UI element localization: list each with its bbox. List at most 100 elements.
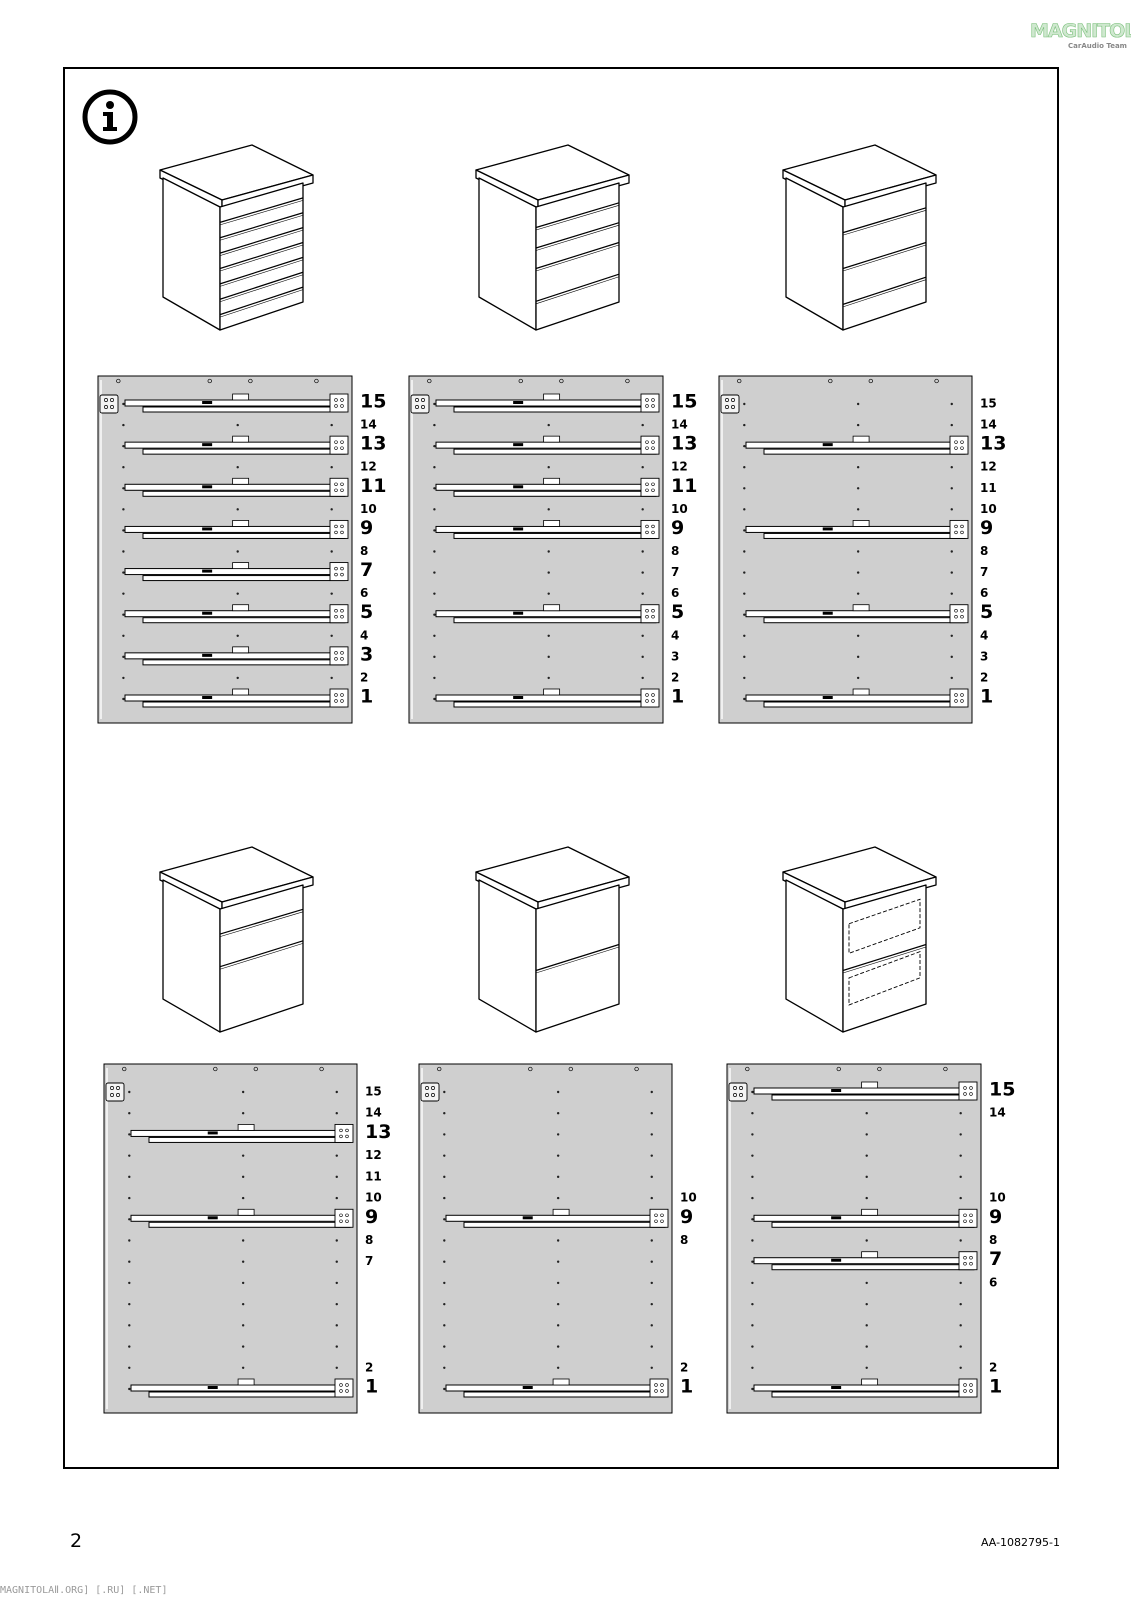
rear-bracket-hole [654,1383,658,1387]
front-bracket [105,1082,125,1102]
bracket-hole [415,405,419,409]
position-label-14: 14 [360,418,377,432]
peg-hole [743,444,746,448]
rail-lower [148,1221,351,1228]
position-label-8: 8 [360,544,368,558]
rail-latch [207,1386,218,1389]
peg-hole [122,634,125,637]
panel-top-hole [207,378,212,384]
peg-hole [547,423,550,427]
cabinet-front [535,884,620,1033]
rear-bracket [640,435,660,455]
peg-hole [856,592,860,595]
position-label-8: 8 [680,1233,688,1247]
drawer-division-shadow [219,274,304,303]
peg-hole [743,423,746,427]
side-panel [408,375,664,724]
peg-hole [128,1324,131,1327]
rail-lower [453,617,657,624]
peg-hole [865,1366,868,1369]
rear-bracket [949,435,969,455]
position-label-10: 10 [360,502,377,516]
peg-hole [865,1302,868,1306]
rail-latch [513,401,524,404]
rear-bracket-hole [340,398,344,402]
drawer-division-shadow [219,244,304,272]
rear-bracket-hole [334,488,338,492]
drawer-rail-5 [124,604,349,624]
position-label-1: 1 [980,686,993,708]
rear-bracket-hole [969,1262,973,1266]
rear-bracket-hole [340,693,344,697]
peg-hole [330,676,333,680]
peg-hole [556,1281,560,1285]
rear-bracket-hole [334,404,338,408]
front-bracket [728,1082,748,1102]
peg-hole [433,613,436,616]
drawer-division-shadow [219,911,304,937]
rear-bracket-hole [645,699,649,703]
position-label-14: 14 [365,1106,382,1120]
peg-hole [650,1133,653,1136]
peg-hole [556,1366,560,1369]
drawer-rail-1 [745,688,969,708]
rear-bracket-hole [339,1128,343,1133]
rail-lower [771,1094,975,1101]
rail-clip [552,1208,570,1216]
position-label-1: 1 [680,1376,693,1398]
rear-bracket-hole [340,615,344,619]
rear-bracket-hole [651,440,655,444]
rear-bracket-hole [340,524,344,529]
rear-bracket [649,1378,669,1398]
peg-hole [547,508,550,511]
rear-bracket-hole [960,524,964,529]
front-bracket [410,394,430,414]
watermark-logo-subtext: CarAudio Team [1068,42,1127,50]
rear-bracket-hole [645,488,649,492]
front-bracket [420,1082,440,1102]
position-label-7: 7 [980,565,988,579]
rear-bracket-hole [651,488,655,492]
drawer-rail-15 [124,393,349,413]
peg-hole [650,1112,653,1115]
peg-hole [743,697,746,701]
position-label-3: 3 [980,649,988,663]
rear-bracket-hole [651,482,655,486]
position-label-15: 15 [365,1085,382,1099]
rail-lower [463,1391,666,1398]
peg-hole [751,1133,754,1136]
panel-top-hole [319,1066,324,1072]
peg-hole [335,1112,338,1115]
drawer-division [219,256,304,285]
peg-hole [959,1324,962,1327]
rear-bracket-hole [660,1213,664,1217]
peg-hole [743,487,746,490]
peg-hole [959,1196,962,1200]
drawer-division [535,222,620,249]
footer-watermark: MAGNITOLAⅡ.ORG] [.RU] [.NET] [0,1585,168,1596]
position-label-4: 4 [980,628,988,642]
rear-bracket-hole [340,440,344,444]
rear-bracket-hole [345,1383,349,1387]
peg-hole [241,1281,245,1285]
peg-hole [959,1154,962,1157]
position-label-4: 4 [671,628,679,642]
rail-clip [543,435,561,443]
rail-latch [202,485,213,489]
peg-hole [241,1324,245,1327]
position-label-13: 13 [365,1121,391,1143]
peg-hole [128,1133,131,1136]
peg-hole [128,1154,131,1157]
peg-hole [650,1154,653,1157]
cabinet-illustration-two-drawers-inner [782,846,937,1033]
drawer-division-shadow [842,279,927,308]
drawer-division [219,286,304,316]
peg-hole [650,1281,653,1285]
position-label-7: 7 [360,559,373,581]
bracket-hole [110,1086,114,1090]
peg-hole [556,1196,560,1200]
peg-hole [959,1302,962,1306]
peg-hole [950,466,953,469]
drawer-division-shadow [219,259,304,287]
rail-latch [522,1216,533,1220]
